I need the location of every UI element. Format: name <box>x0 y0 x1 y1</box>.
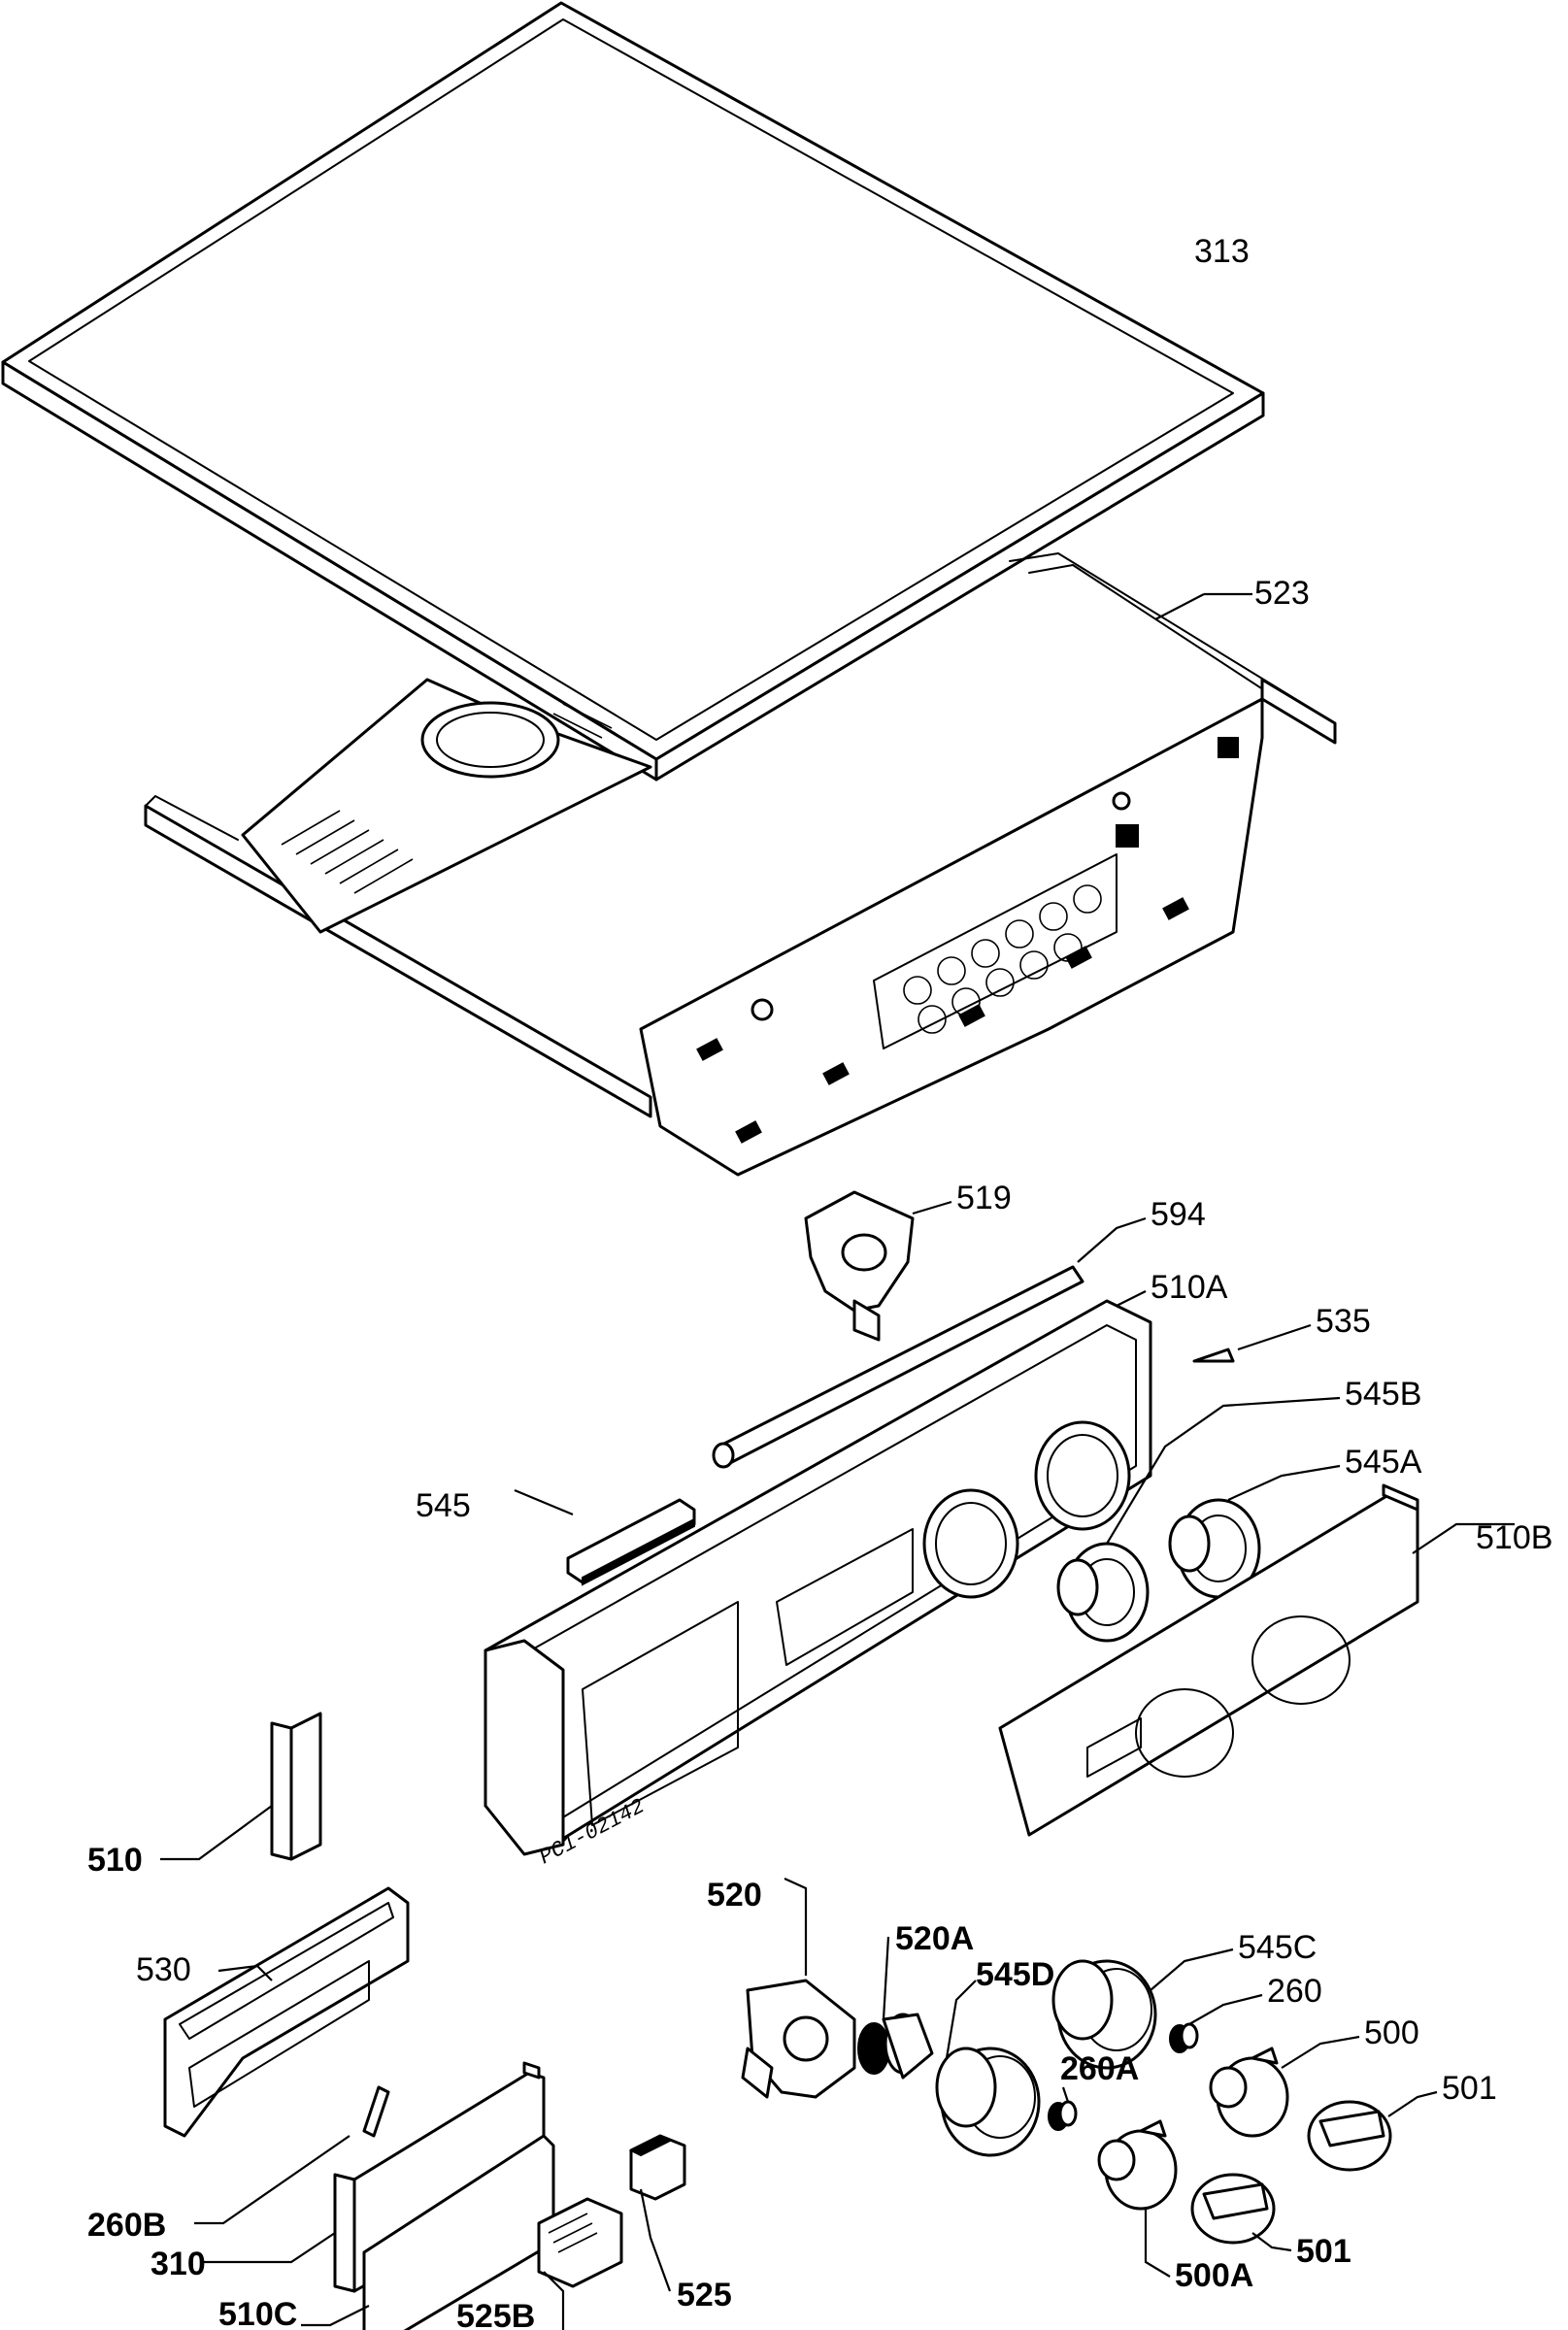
label-545d: 545D <box>976 1956 1054 1993</box>
label-510b: 510B <box>1476 1519 1552 1556</box>
label-260b: 260B <box>87 2207 166 2244</box>
label-525: 525 <box>677 2277 732 2313</box>
part-594-rod <box>712 1265 1084 1469</box>
label-310: 310 <box>150 2246 206 2282</box>
label-313: 313 <box>1194 233 1250 270</box>
part-510b-front-plate <box>998 1483 1419 1837</box>
part-525b-block <box>537 2197 623 2288</box>
part-501-knob-lower <box>1190 2173 1276 2245</box>
callout-labels: 313 523 519 594 510A 535 545B 545A 510B … <box>87 233 1552 2330</box>
part-260b-pin <box>362 2085 390 2138</box>
label-545a: 545A <box>1345 1444 1422 1481</box>
part-501-knob-upper <box>1307 2100 1392 2172</box>
part-510-corner <box>270 1712 322 1861</box>
label-594: 594 <box>1151 1196 1206 1233</box>
label-545c: 545C <box>1238 1929 1317 1966</box>
label-501-upper: 501 <box>1442 2070 1497 2107</box>
part-525-block <box>628 2134 686 2201</box>
part-535-tip <box>1192 1348 1235 1363</box>
label-519: 519 <box>956 1180 1012 1216</box>
label-535: 535 <box>1316 1303 1371 1340</box>
part-260-spring <box>1169 2022 1199 2053</box>
label-500: 500 <box>1364 2014 1419 2051</box>
label-501-lower: 501 <box>1296 2233 1351 2270</box>
label-260a: 260A <box>1060 2050 1139 2087</box>
part-500-knob-base <box>1209 2047 1289 2138</box>
label-510a: 510A <box>1151 1269 1228 1306</box>
part-545c-knob-cap <box>1051 1959 1157 2070</box>
label-510c: 510C <box>218 2296 297 2330</box>
label-523: 523 <box>1254 575 1310 612</box>
part-519-clip <box>804 1190 915 1342</box>
label-520a: 520A <box>895 1920 974 1957</box>
part-313-top-lid <box>1 1 1265 782</box>
label-510: 510 <box>87 1842 143 1879</box>
part-260a-spring <box>1048 2100 1078 2131</box>
part-545d-knob-cap <box>935 2047 1041 2157</box>
part-545a-knob-ring <box>1168 1498 1261 1599</box>
label-525b: 525B <box>456 2298 535 2330</box>
part-545-bar <box>566 1498 696 1586</box>
label-530: 530 <box>136 1951 191 1988</box>
part-520a-gear <box>857 2013 934 2080</box>
part-530-handle <box>163 1886 410 2138</box>
part-545b-knob-ring <box>1056 1542 1150 1643</box>
part-523-top-frame <box>144 552 1337 1177</box>
label-260: 260 <box>1267 1973 1322 2010</box>
label-545: 545 <box>416 1487 471 1524</box>
part-510a-control-panel <box>484 1299 1152 1856</box>
label-545b: 545B <box>1345 1376 1421 1413</box>
part-500a-knob-base <box>1097 2119 1178 2211</box>
label-520: 520 <box>707 1877 762 1914</box>
part-520-cam <box>741 1979 856 2099</box>
label-500a: 500A <box>1175 2257 1253 2294</box>
